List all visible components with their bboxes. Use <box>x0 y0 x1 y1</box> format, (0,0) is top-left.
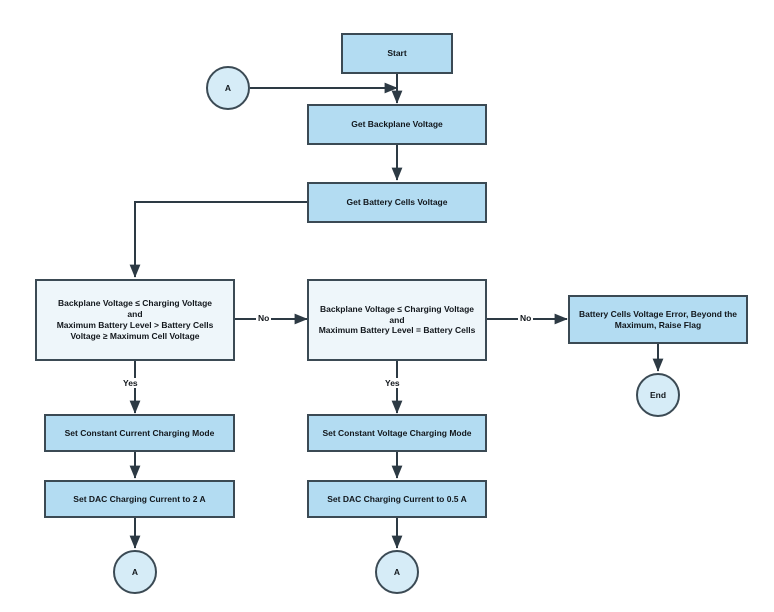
error-raise-flag-node[interactable]: Battery Cells Voltage Error, Beyond the … <box>568 295 748 344</box>
set-dac-05a-node[interactable]: Set DAC Charging Current to 0.5 A <box>307 480 487 518</box>
get-battery-cells-voltage-label: Get Battery Cells Voltage <box>346 197 448 208</box>
set-dac-2a-label: Set DAC Charging Current to 2 A <box>73 493 206 504</box>
decision-constant-current-node[interactable]: Backplane Voltage ≤ Charging Voltage and… <box>35 279 235 361</box>
connector-a-mid-bottom-label: A <box>393 566 401 577</box>
edge-label-yes-left: Yes <box>121 378 140 388</box>
connector-a-mid-bottom[interactable]: A <box>375 550 419 594</box>
end-node[interactable]: End <box>636 373 680 417</box>
get-backplane-voltage-node[interactable]: Get Backplane Voltage <box>307 104 487 145</box>
edge-label-yes-mid: Yes <box>383 378 402 388</box>
start-node[interactable]: Start <box>341 33 453 74</box>
get-backplane-voltage-label: Get Backplane Voltage <box>351 119 443 130</box>
error-raise-flag-label: Battery Cells Voltage Error, Beyond the … <box>578 308 738 330</box>
set-constant-current-mode-label: Set Constant Current Charging Mode <box>64 427 215 438</box>
decision-constant-voltage-node[interactable]: Backplane Voltage ≤ Charging Voltage and… <box>307 279 487 361</box>
start-node-label: Start <box>387 48 407 59</box>
set-dac-2a-node[interactable]: Set DAC Charging Current to 2 A <box>44 480 235 518</box>
end-node-label: End <box>649 389 667 400</box>
connector-a-left-bottom[interactable]: A <box>113 550 157 594</box>
connector-a-top[interactable]: A <box>206 66 250 110</box>
decision-constant-current-label: Backplane Voltage ≤ Charging Voltage and… <box>56 298 214 341</box>
edge-label-no-left: No <box>256 313 272 323</box>
connector-a-top-label: A <box>224 82 232 93</box>
set-constant-current-mode-node[interactable]: Set Constant Current Charging Mode <box>44 414 235 452</box>
set-constant-voltage-mode-node[interactable]: Set Constant Voltage Charging Mode <box>307 414 487 452</box>
set-dac-05a-label: Set DAC Charging Current to 0.5 A <box>327 493 467 504</box>
edge-label-no-mid: No <box>518 313 534 323</box>
connector-a-left-bottom-label: A <box>131 566 139 577</box>
edge-cells-to-decision1 <box>129 201 307 278</box>
get-battery-cells-voltage-node[interactable]: Get Battery Cells Voltage <box>307 182 487 223</box>
decision-constant-voltage-label: Backplane Voltage ≤ Charging Voltage and… <box>318 303 476 336</box>
set-constant-voltage-mode-label: Set Constant Voltage Charging Mode <box>322 427 472 438</box>
